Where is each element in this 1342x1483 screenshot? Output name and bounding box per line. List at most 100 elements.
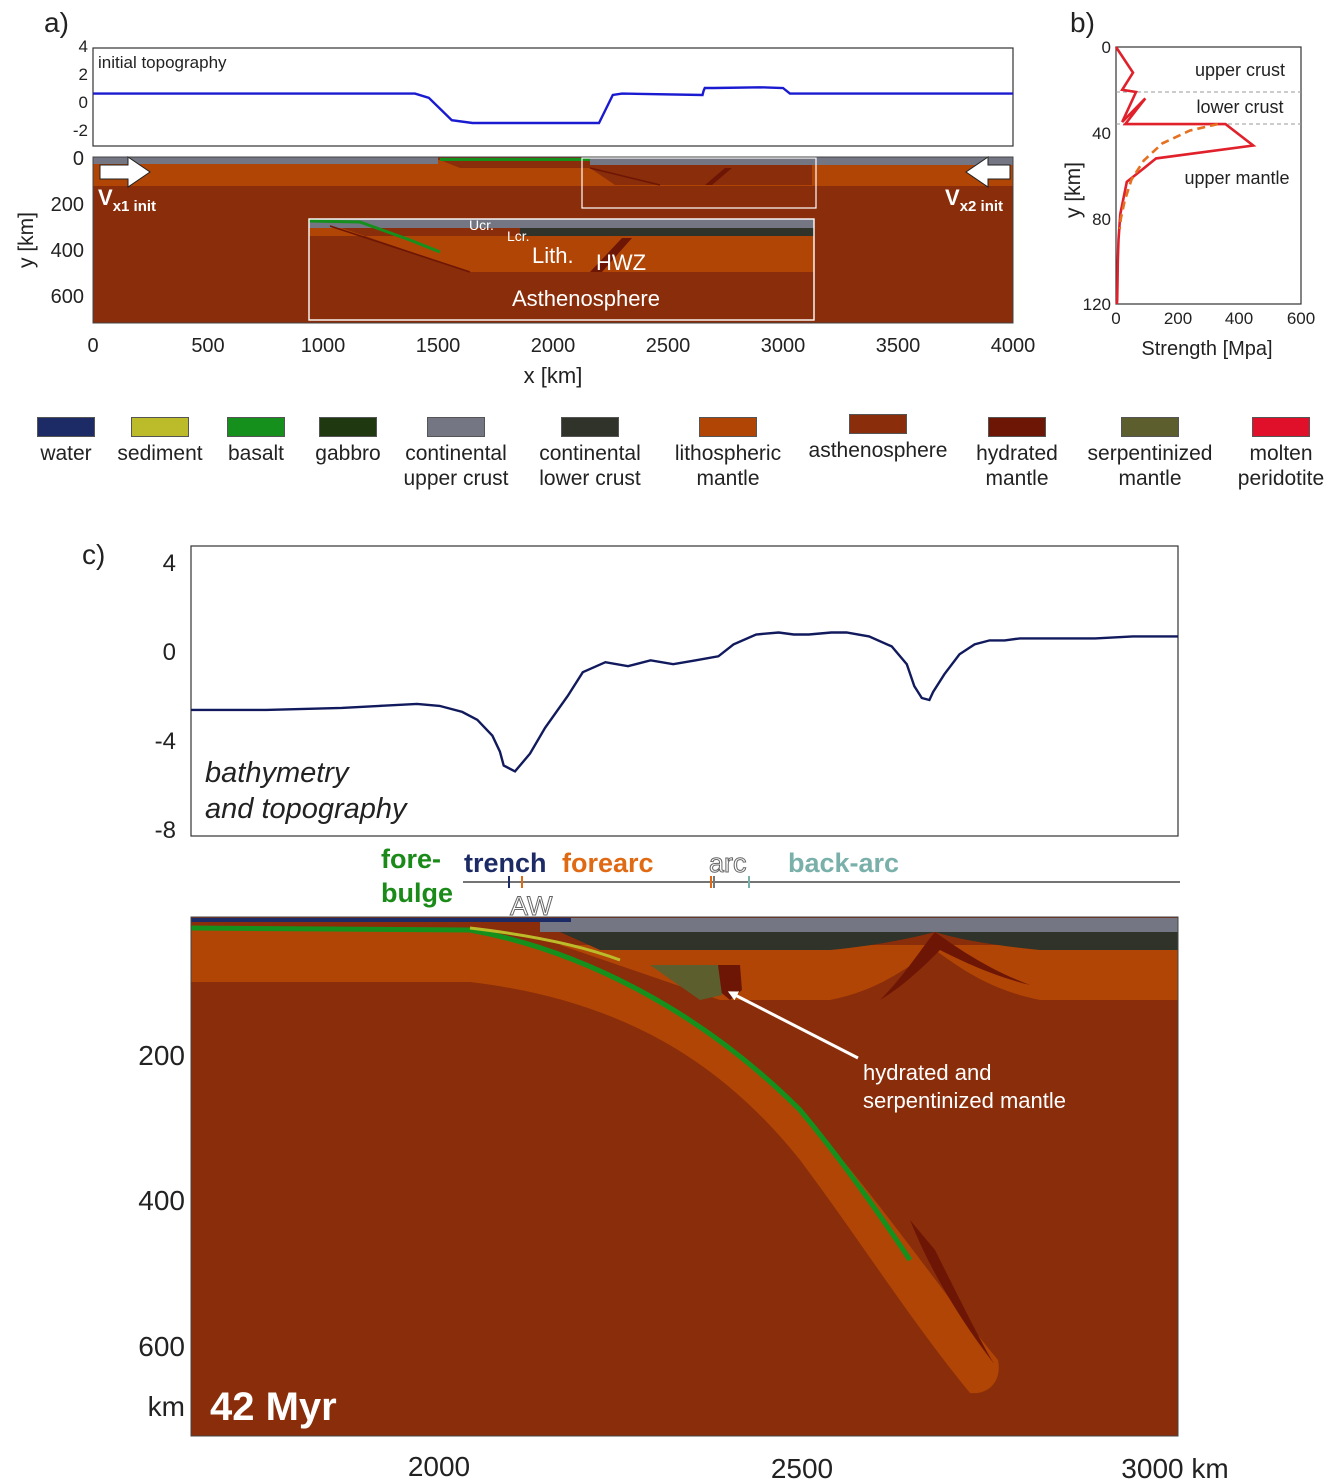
legend-item: continental lower crust (515, 417, 665, 491)
continental-lower-crust-c (560, 932, 1178, 950)
model-c-y-tick: 200 (138, 1040, 185, 1071)
inset-basalt (308, 219, 441, 254)
v2-label: Vx2 init (945, 185, 1003, 215)
strength-x-tick: 600 (1287, 309, 1315, 328)
legend-swatch (849, 414, 907, 434)
zone-forebulge-2: bulge (381, 878, 453, 908)
legend-swatch (427, 417, 485, 437)
legend-item: lithospheric mantle (653, 417, 803, 491)
model-a-x-tick: 1500 (416, 335, 461, 357)
bathymetry-y-tick: 0 (163, 639, 176, 666)
legend-label: asthenosphere (808, 439, 948, 462)
strength-x-ticks: 0 200 400 600 (1111, 309, 1315, 328)
bathymetry-y-tick: 4 (163, 550, 176, 577)
continental-upper-crust-c (540, 918, 1178, 932)
slab-a (589, 167, 661, 186)
serpentinized-wedge-c (650, 965, 722, 1000)
asthenosphere-c (191, 917, 1178, 1436)
legend-item: continental upper crust (381, 417, 531, 491)
topo-a-line (93, 86, 1013, 125)
zone-forebulge-1: fore- (381, 844, 441, 874)
model-a-y-tick: 200 (51, 194, 84, 216)
legend-swatch (319, 417, 377, 437)
strength-y-tick: 0 (1102, 38, 1111, 57)
v1-label: Vx1 init (98, 185, 156, 215)
zone-aw: AW (510, 891, 553, 921)
strength-x-tick: 400 (1225, 309, 1253, 328)
model-c-x-tick: 2000 (408, 1451, 470, 1482)
model-a-x-label: x [km] (524, 363, 583, 388)
hwz-a (705, 168, 732, 185)
topo-a-ticks: 4 2 0 -2 (73, 37, 88, 140)
bathymetry-label-1: bathymetry (205, 757, 350, 789)
legend-item: asthenosphere (803, 414, 953, 463)
legend-swatch (131, 417, 189, 437)
topo-a-tick: -2 (73, 121, 88, 140)
basalt-layer-c (190, 925, 913, 1262)
model-a-y-tick: 600 (51, 286, 84, 308)
strength-curve-orange (1118, 122, 1219, 230)
bathymetry-y-ticks: 4 0 -4 -8 (155, 550, 176, 844)
upper-crust-label: upper crust (1195, 60, 1285, 80)
model-c-y-ticks: 200 400 600 km (138, 1040, 185, 1422)
model-a-x-tick: 3500 (876, 335, 921, 357)
inset-lith-label: Lith. (532, 243, 574, 268)
model-c-x-tick: 2500 (771, 1453, 833, 1483)
inset-lcr-label: Lcr. (507, 228, 530, 244)
legend-item: hydrated mantle (942, 417, 1092, 491)
bathymetry-y-tick: -4 (155, 728, 176, 755)
legend-label: sediment (117, 442, 203, 465)
strength-frame (1115, 46, 1302, 305)
annotation-arrow (727, 991, 859, 1060)
model-c-y-tick: 600 (138, 1331, 185, 1362)
model-a-y-label: y [km] (15, 212, 38, 268)
zone-arc: arc (709, 848, 747, 878)
inset-ucr-label: Ucr. (469, 217, 494, 233)
panel-label-b: b) (1070, 7, 1095, 38)
model-a-x-tick: 2000 (531, 335, 576, 357)
upper-mantle-label: upper mantle (1184, 168, 1289, 188)
strength-y-tick: 40 (1092, 124, 1111, 143)
legend-label: lithospheric mantle (674, 442, 782, 490)
model-a: Ucr. Lcr. Lith. HWZ Asthenosphere Vx1 in… (92, 156, 1014, 324)
bathymetry-label-2: and topography (205, 793, 408, 825)
model-a-y-ticks: 0 200 400 600 (51, 148, 84, 308)
crust-a-right (590, 157, 1013, 165)
strength-x-tick: 200 (1164, 309, 1192, 328)
strength-curve-red (1114, 46, 1257, 305)
panel-label-c: c) (82, 539, 105, 570)
zoom-box-a (581, 157, 817, 209)
model-a-x-tick: 500 (191, 335, 224, 357)
model-a-x-tick: 1000 (301, 335, 346, 357)
model-a-x-tick: 0 (87, 335, 98, 357)
lithosphere-a (93, 160, 1013, 186)
inset-asthenosphere-label: Asthenosphere (512, 286, 660, 311)
inset-a: Ucr. Lcr. Lith. HWZ Asthenosphere (308, 217, 815, 321)
basalt-a (440, 158, 590, 161)
topo-a-label: initial topography (98, 53, 227, 72)
time-label: 42 Myr (210, 1385, 337, 1429)
zone-trench: trench (464, 848, 547, 878)
legend-label: serpentinized mantle (1087, 442, 1213, 490)
model-a-x-tick: 3000 (761, 335, 806, 357)
v2-arrow-icon (965, 156, 1011, 188)
hydrated-slab-edge-c (910, 1220, 995, 1365)
model-a-x-tick: 4000 (991, 335, 1036, 357)
legend-swatch (988, 417, 1046, 437)
bathymetry-frame (190, 545, 1179, 837)
zone-forearc: forearc (562, 848, 654, 878)
legend-item: serpentinized mantle (1075, 417, 1225, 491)
bathymetry-y-tick: -8 (155, 817, 176, 844)
legend-item: sediment (85, 417, 235, 466)
annotation-text-1: hydrated and (863, 1060, 991, 1085)
lower-crust-label: lower crust (1196, 97, 1283, 117)
legend-item: water (0, 417, 141, 466)
legend-label: molten peridotite (1237, 442, 1325, 490)
legend-item: basalt (181, 417, 331, 466)
model-a-y-tick: 400 (51, 240, 84, 262)
model-c-y-unit: km (148, 1391, 185, 1422)
annotation-text-2: serpentinized mantle (863, 1088, 1066, 1113)
subducting-plate-c (191, 930, 999, 1394)
legend-swatch (37, 417, 95, 437)
strength-y-label: y [km] (1062, 162, 1085, 218)
